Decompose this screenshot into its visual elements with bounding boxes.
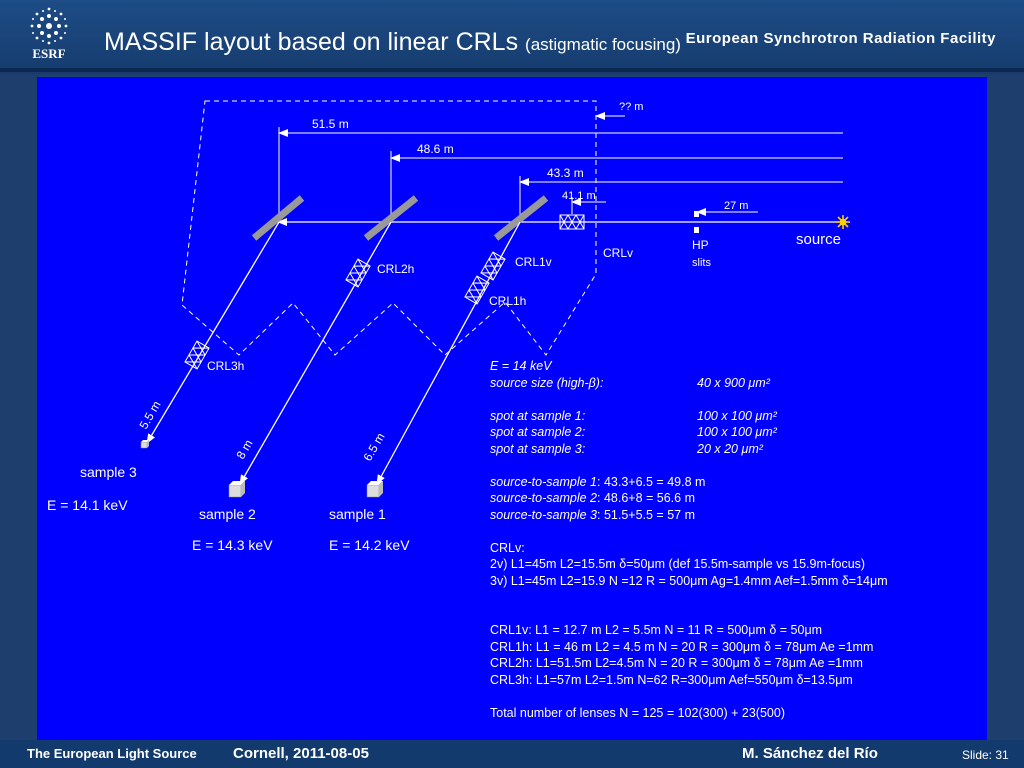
crl1v-lens-icon xyxy=(480,251,506,281)
info-source-value: 40 x 900 μm² xyxy=(697,375,770,390)
hp-slit-bottom xyxy=(694,227,699,233)
dist-27-label: 27 m xyxy=(724,200,748,212)
crlv-lens-icon xyxy=(559,214,585,230)
info-total: Total number of lenses N = 125 = 102(300… xyxy=(490,705,785,720)
sample1-label: sample 1 xyxy=(329,506,386,522)
info-s2-value: : 48.6+8 = 56.6 m xyxy=(597,491,695,505)
source-label: source xyxy=(796,231,841,248)
title-main: MASSIF layout based on linear CRLs xyxy=(104,28,519,56)
info-s3-label: source-to-sample 3 xyxy=(490,507,597,522)
energy-sample3: E = 14.1 keV xyxy=(47,497,128,513)
slide-header: ESRF MASSIF layout based on linear CRLs … xyxy=(0,0,1024,74)
info-s3-value: : 51.5+5.5 = 57 m xyxy=(597,507,695,522)
slide-footer: The European Light Source Cornell, 2011-… xyxy=(0,740,1024,768)
info-spot1-row: spot at sample 1: 100 x 100 μm² xyxy=(490,408,888,425)
title-sub: (astigmatic focusing) xyxy=(525,35,681,54)
slide-title: MASSIF layout based on linear CRLs (asti… xyxy=(104,28,681,57)
info-s1-label: source-to-sample 1 xyxy=(490,474,597,489)
dashed-enclosure xyxy=(181,100,597,356)
mirror-1 xyxy=(493,195,549,241)
info-spot1-label: spot at sample 1: xyxy=(490,408,586,423)
info-crlv-2v: 2v) L1=45m L2=15.5m δ=50μm (def 15.5m-sa… xyxy=(490,557,866,571)
content-panel xyxy=(37,77,987,740)
parameters-text: E = 14 keV source size (high-β): 40 x 90… xyxy=(490,358,888,721)
info-spot2-row: spot at sample 2: 100 x 100 μm² xyxy=(490,424,888,441)
footer-tagline: The European Light Source xyxy=(27,746,197,761)
info-crl1v: CRL1v: L1 = 12.7 m L2 = 5.5m N = 11 R = … xyxy=(490,623,823,637)
info-s1-row: source-to-sample 1: 43.3+6.5 = 49.8 m xyxy=(490,474,888,491)
esrf-starburst-icon xyxy=(30,7,68,45)
info-spacer xyxy=(490,589,888,622)
info-crl3h: CRL3h: L1=57m L2=1.5m N=62 R=300μm Aef=5… xyxy=(490,672,853,687)
crl2h-label: CRL2h xyxy=(377,262,414,276)
mirror-2 xyxy=(363,195,419,241)
crl2h-lens-icon xyxy=(345,258,371,288)
len-6-5-label: 6.5 m xyxy=(360,431,387,464)
dist-48-6-label: 48.6 m xyxy=(417,142,454,156)
info-crl2h: CRL2h: L1=51.5m L2=4.5m N = 20 R = 300μm… xyxy=(490,656,863,670)
info-s1-value: : 43.3+6.5 = 49.8 m xyxy=(597,474,706,489)
source-icon xyxy=(836,215,850,229)
crl1v-label: CRL1v xyxy=(515,255,552,269)
footer-date: Cornell, 2011-08-05 xyxy=(233,745,369,762)
mirror-3 xyxy=(251,195,305,241)
facility-name: European Synchrotron Radiation Facility xyxy=(685,30,996,47)
crl3h-lens-icon xyxy=(184,340,210,370)
info-crlv-head: CRLv: xyxy=(490,540,525,555)
sample3-label: sample 3 xyxy=(80,464,137,480)
crl3h-label: CRL3h xyxy=(207,359,244,373)
info-s2-label: source-to-sample 2 xyxy=(490,491,597,505)
esrf-logo: ESRF xyxy=(24,6,74,62)
dist-41-1-label: 41.1 m xyxy=(562,190,596,202)
info-spot3-value: 20 x 20 μm² xyxy=(697,441,763,456)
dist-43-3-label: 43.3 m xyxy=(547,166,584,180)
info-spacer xyxy=(490,688,888,705)
sample3-icon xyxy=(140,440,149,449)
hp-slit-top xyxy=(694,211,699,217)
info-s2-row: source-to-sample 2: 48.6+8 = 56.6 m xyxy=(490,490,888,507)
info-source-row: source size (high-β): 40 x 900 μm² xyxy=(490,375,888,392)
len-5-5-label: 5.5 m xyxy=(136,399,163,432)
dist-unknown-label: ?? m xyxy=(619,101,643,113)
info-spacer xyxy=(490,457,888,474)
header-rule xyxy=(0,68,1024,72)
energy-sample2: E = 14.3 keV xyxy=(192,537,273,553)
len-8-label: 8 m xyxy=(233,437,255,461)
crl1h-lens-icon xyxy=(464,275,490,305)
crl1h-label: CRL1h xyxy=(489,294,526,308)
crlv-label: CRLv xyxy=(603,246,633,260)
info-spacer xyxy=(490,391,888,408)
branch-beam-3 xyxy=(146,221,280,444)
info-spacer xyxy=(490,523,888,540)
energy-sample1: E = 14.2 keV xyxy=(329,537,410,553)
sample2-label: sample 2 xyxy=(199,506,256,522)
info-spot3-label: spot at sample 3: xyxy=(490,441,586,456)
footer-slide-number: Slide: 31 xyxy=(962,748,1009,762)
slits-label: slits xyxy=(692,257,711,269)
info-spot3-row: spot at sample 3: 20 x 20 μm² xyxy=(490,441,888,458)
info-spot2-label: spot at sample 2: xyxy=(490,425,586,439)
info-spot1-value: 100 x 100 μm² xyxy=(697,408,777,423)
info-source-label: source size (high-β): xyxy=(490,375,604,390)
sample1-icon xyxy=(366,481,383,498)
info-crl1h: CRL1h: L1 = 46 m L2 = 4.5 m N = 20 R = 3… xyxy=(490,639,874,654)
info-s3-row: source-to-sample 3: 51.5+5.5 = 57 m xyxy=(490,507,888,524)
info-spot2-value: 100 x 100 μm² xyxy=(697,425,777,439)
sample2-icon xyxy=(228,481,245,498)
dist-51-5-label: 51.5 m xyxy=(312,117,349,131)
hp-label: HP xyxy=(692,238,709,252)
info-crlv-3v: 3v) L1=45m L2=15.9 N =12 R = 500μm Ag=1.… xyxy=(490,573,888,588)
info-energy: E = 14 keV xyxy=(490,359,552,373)
logo-text: ESRF xyxy=(32,46,66,61)
footer-author: M. Sánchez del Río xyxy=(742,745,878,762)
